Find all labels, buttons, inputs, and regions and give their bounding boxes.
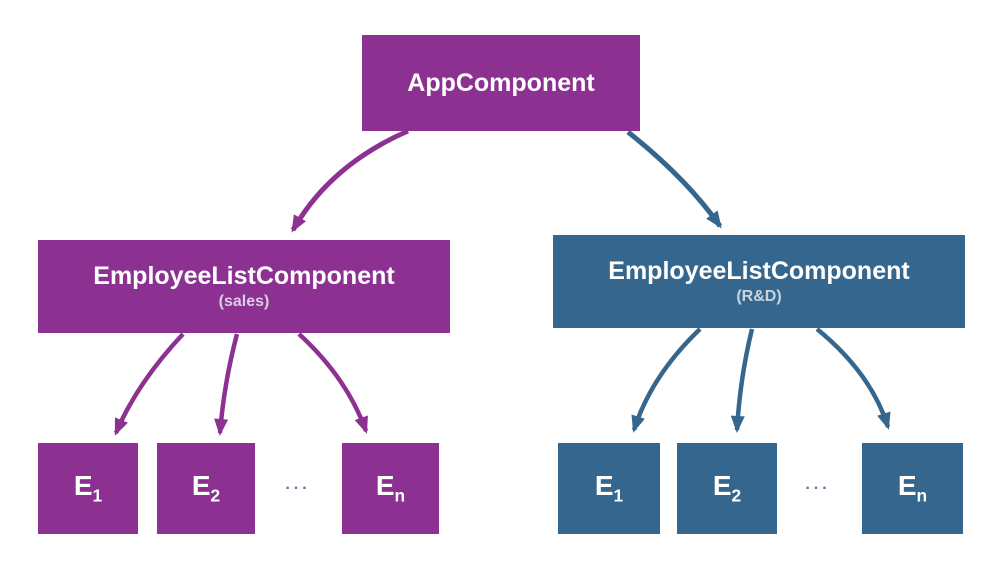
edge-rnd-to-e2 <box>730 328 755 433</box>
edge-app-to-rnd <box>626 130 723 229</box>
employee-node-sales-e2: E2 <box>157 443 255 534</box>
edge-app-to-sales <box>290 128 409 233</box>
edge-rnd-to-e1 <box>631 327 702 433</box>
employee-list-rnd-sublabel: (R&D) <box>736 287 782 305</box>
employee-node-rnd-e2: E2 <box>677 443 777 534</box>
edge-rnd-to-en <box>815 327 891 430</box>
employee-label: E2 <box>712 470 742 506</box>
employee-label: En <box>375 470 406 506</box>
employee-list-rnd-node: EmployeeListComponent (R&D) <box>553 235 965 328</box>
employee-label: E2 <box>191 470 221 506</box>
ellipsis-sales: ... <box>285 476 311 493</box>
app-component-label: AppComponent <box>407 68 595 97</box>
edge-sales-to-e1 <box>113 332 185 436</box>
employee-node-sales-e1: E1 <box>38 443 138 534</box>
employee-node-sales-en: En <box>342 443 439 534</box>
employee-label: E1 <box>594 470 624 506</box>
employee-label: En <box>897 470 928 506</box>
edge-sales-to-en <box>297 332 369 434</box>
employee-node-rnd-en: En <box>862 443 963 534</box>
ellipsis-rnd: ... <box>805 476 831 493</box>
employee-node-rnd-e1: E1 <box>558 443 660 534</box>
employee-list-sales-label: EmployeeListComponent <box>93 261 395 290</box>
edge-sales-to-e2 <box>214 333 240 436</box>
employee-label: E1 <box>73 470 103 506</box>
employee-list-sales-sublabel: (sales) <box>218 292 270 310</box>
employee-list-rnd-label: EmployeeListComponent <box>608 256 910 285</box>
employee-list-sales-node: EmployeeListComponent (sales) <box>38 240 450 333</box>
app-component-node: AppComponent <box>362 35 640 131</box>
